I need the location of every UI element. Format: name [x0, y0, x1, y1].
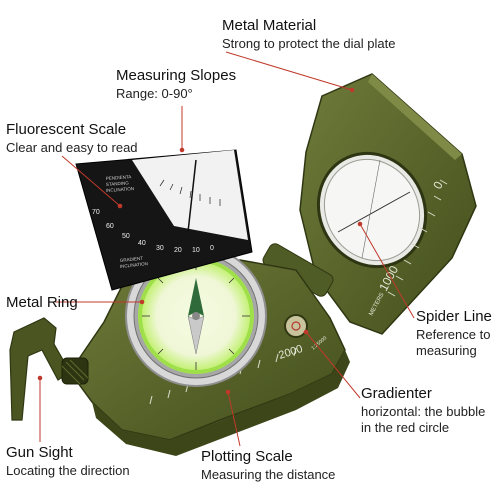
- callout-title: Metal Material: [222, 17, 317, 34]
- callout-gradienter: Gradienter horizontal: the bubble in the…: [361, 385, 485, 436]
- callout-desc: Range: 0-90°: [116, 85, 193, 101]
- callout-title: Gradienter: [361, 385, 432, 402]
- spider-line: [337, 191, 411, 233]
- callout-plotting-scale: Plotting Scale Measuring the distance: [201, 448, 335, 483]
- callout-desc: Measuring the distance: [201, 466, 336, 482]
- callout-metal-material: Metal Material Strong to protect the dia…: [222, 17, 395, 52]
- clino-footer-1: GRADIENT: [120, 256, 144, 263]
- callout-title: Gun Sight: [6, 444, 73, 461]
- clino-tick-50: 50: [122, 233, 130, 240]
- clino-footer-2: INCLINATION: [120, 261, 149, 269]
- clinometer-scale: [132, 150, 248, 240]
- callout-fluorescent-scale: Fluorescent Scale Clear and easy to read: [6, 121, 138, 156]
- callout-title: Metal Ring: [6, 294, 78, 311]
- callout-title: Measuring Slopes: [116, 67, 237, 84]
- clinometer-plate: PENDIENTA STANDING INCLINATION 70 60 50 …: [75, 149, 253, 291]
- callout-leader-lines: [37, 51, 415, 447]
- callout-gun-sight: Gun Sight Locating the direction: [6, 444, 130, 479]
- callout-desc-line1: Reference to: [416, 326, 491, 342]
- clino-tick-70: 70: [92, 209, 100, 216]
- clino-tick-40: 40: [138, 240, 146, 247]
- clino-tick-30: 30: [156, 245, 164, 252]
- callout-title: Fluorescent Scale: [6, 121, 127, 138]
- gun-sight: [9, 317, 89, 421]
- callout-desc: Locating the direction: [6, 462, 130, 478]
- compass-lid: 0 1000 METERS: [299, 73, 477, 335]
- clino-tick-20: 20: [174, 247, 182, 254]
- clino-tick-10: 10: [192, 247, 200, 254]
- clino-tick-60: 60: [106, 223, 114, 230]
- callout-desc-line1: horizontal: the bubble: [361, 403, 486, 419]
- clino-header-1: PENDIENTA: [106, 174, 132, 181]
- callout-desc: Strong to protect the dial plate: [222, 35, 396, 51]
- gradienter-bubble: [284, 314, 308, 338]
- callout-title: Spider Line: [416, 308, 492, 325]
- callout-title: Plotting Scale: [201, 448, 293, 465]
- callout-desc-line2: in the red circle: [361, 420, 450, 435]
- callout-desc: Clear and easy to read: [6, 139, 138, 155]
- clino-header-3: INCLINATION: [106, 186, 134, 193]
- callout-measuring-slopes: Measuring Slopes Range: 0-90°: [116, 67, 236, 102]
- callout-metal-ring: Metal Ring: [6, 294, 78, 313]
- callout-desc-line2: measuring: [416, 343, 477, 358]
- callout-spider-line: Spider Line Reference to measuring: [416, 308, 492, 359]
- compass-dial: [125, 245, 267, 387]
- clino-header-2: STANDING: [106, 180, 130, 187]
- clino-tick-0: 0: [210, 245, 214, 252]
